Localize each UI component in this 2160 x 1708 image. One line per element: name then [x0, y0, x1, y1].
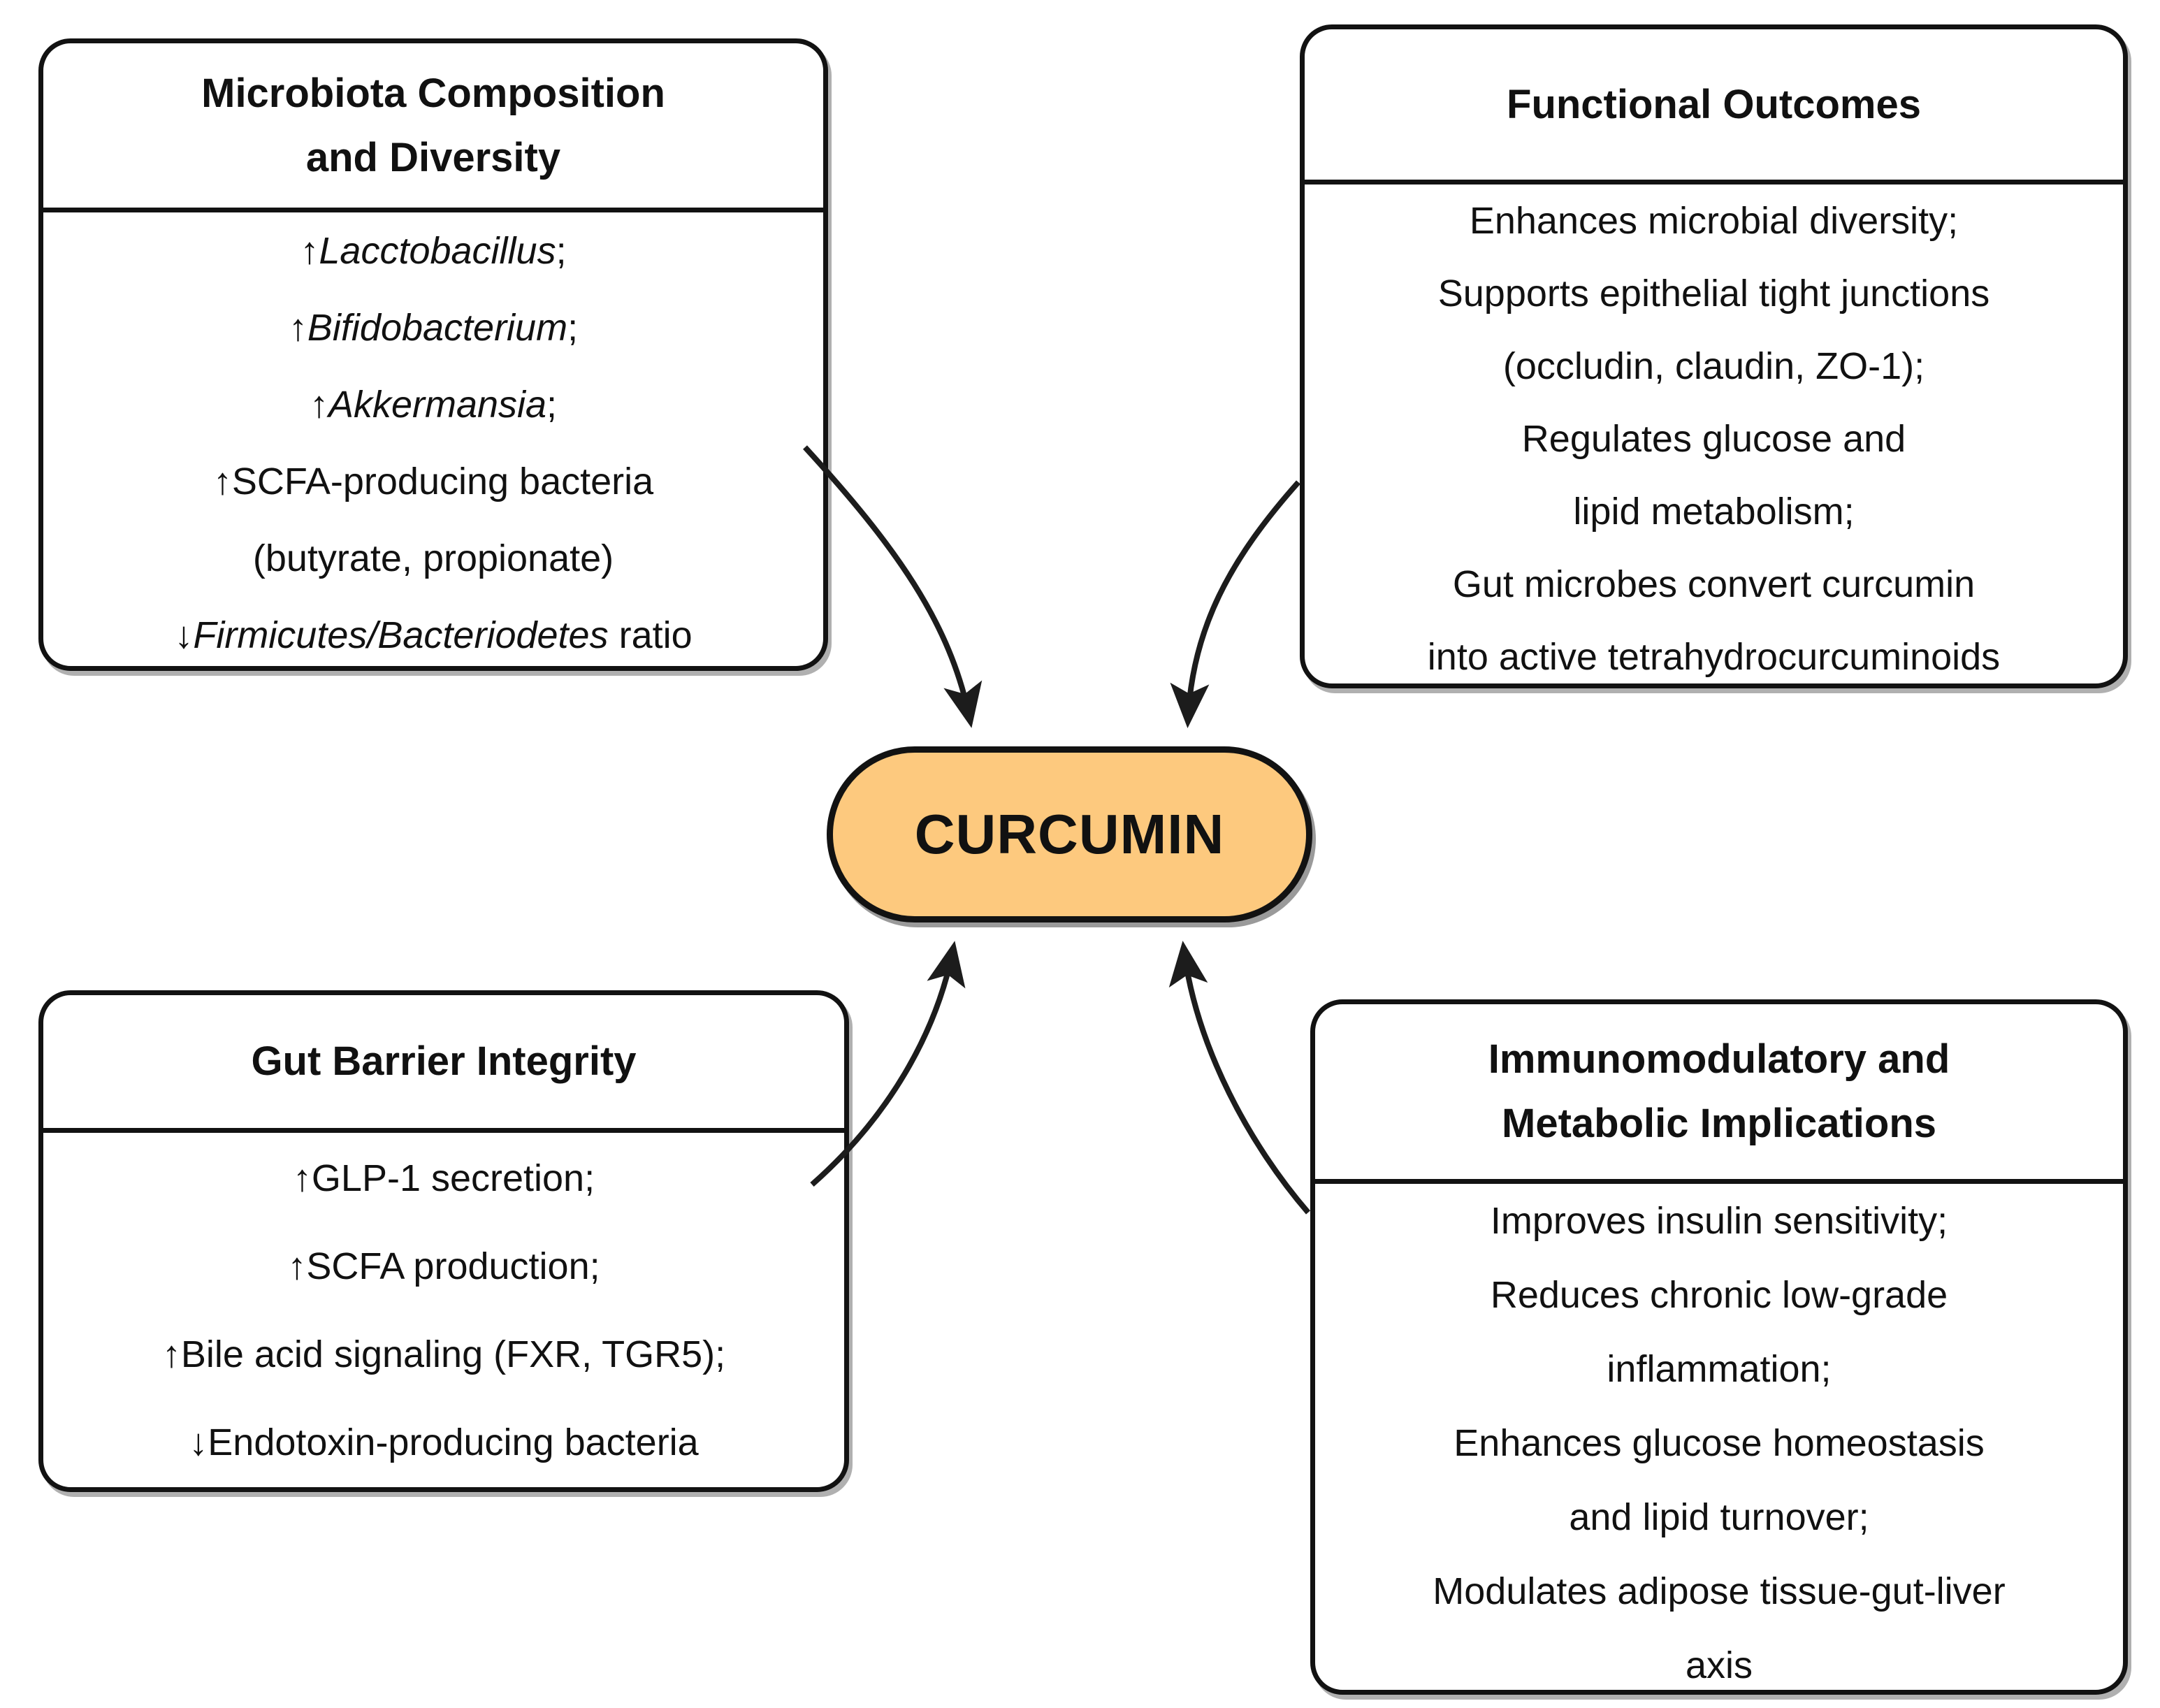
- text-line: ↑Lacctobacillus;: [300, 230, 567, 272]
- arrow-immunomodulatory-to-curcumin: [1168, 941, 1311, 1215]
- box-functional-outcomes-body: Enhances microbial diversity; Supports ep…: [1305, 184, 2123, 693]
- text-line: ↓Firmicutes/Bacteriodetes ratio: [174, 614, 693, 656]
- box-microbiota-composition-title: Microbiota Composition and Diversity: [43, 43, 823, 212]
- text-line: axis: [1685, 1644, 1753, 1686]
- text-line: Enhances microbial diversity;: [1469, 200, 1959, 242]
- box-immunomodulatory-metabolic-body: Improves insulin sensitivity; Reduces chr…: [1315, 1184, 2123, 1702]
- curcumin-label: CURCUMIN: [914, 803, 1225, 865]
- text-line: Supports epithelial tight junctions: [1437, 273, 1990, 314]
- text-line: Gut microbes convert curcumin: [1452, 563, 1976, 605]
- text-line: Regulates glucose and: [1521, 418, 1906, 460]
- text-line: Gut Barrier Integrity: [251, 1038, 637, 1084]
- text-line: ↑Bifidobacterium;: [288, 307, 579, 349]
- text-line: lipid metabolism;: [1573, 491, 1855, 533]
- text-line: into active tetrahydrocurcuminoids: [1427, 636, 2001, 678]
- text-line: (occludin, claudin, ZO-1);: [1502, 345, 1925, 387]
- box-functional-outcomes-title: Functional Outcomes: [1305, 29, 2123, 184]
- text-line: ↑Bile acid signaling (FXR, TGR5);: [161, 1333, 726, 1375]
- box-microbiota-composition: Microbiota Composition and Diversity ↑Lac…: [38, 38, 828, 671]
- arrow-microbiota-to-curcumin: [803, 445, 983, 728]
- text-line: Functional Outcomes: [1507, 81, 1921, 127]
- text-line: ↑SCFA-producing bacteria: [212, 461, 654, 502]
- box-gut-barrier-integrity: Gut Barrier Integrity ↑GLP-1 secretion;↑…: [38, 990, 849, 1492]
- text-line: Enhances glucose homeostasis: [1454, 1422, 1985, 1464]
- text-line: Immunomodulatory and: [1488, 1036, 1950, 1082]
- arrow-functional-outcomes-to-curcumin: [1170, 480, 1300, 728]
- text-line: Reduces chronic low-grade: [1490, 1274, 1948, 1316]
- text-line: ↑Akkermansia;: [309, 384, 558, 426]
- text-line: Modulates adipose tissue-gut-liver: [1433, 1570, 2006, 1612]
- text-line: (butyrate, propionate): [252, 537, 614, 579]
- text-line: inflammation;: [1607, 1348, 1832, 1390]
- text-line: ↑GLP-1 secretion;: [292, 1157, 595, 1199]
- text-line: ↓Endotoxin-producing bacteria: [189, 1421, 699, 1463]
- text-line: Improves insulin sensitivity;: [1490, 1200, 1948, 1242]
- box-microbiota-composition-body: ↑Lacctobacillus; ↑Bifidobacterium; ↑Akkerm…: [43, 212, 823, 674]
- text-line: ↑SCFA production;: [287, 1245, 600, 1287]
- box-gut-barrier-integrity-title: Gut Barrier Integrity: [43, 995, 844, 1133]
- text-line: Microbiota Composition: [201, 70, 665, 116]
- text-line: Metabolic Implications: [1502, 1101, 1936, 1146]
- curcumin-node: CURCUMIN: [827, 746, 1312, 922]
- text-line: and lipid turnover;: [1569, 1496, 1869, 1538]
- text-line: and Diversity: [305, 134, 561, 180]
- box-gut-barrier-integrity-body: ↑GLP-1 secretion; ↑SCFA production; ↑Bile …: [43, 1133, 844, 1487]
- box-functional-outcomes: Functional Outcomes Enhances microbial d…: [1300, 24, 2128, 688]
